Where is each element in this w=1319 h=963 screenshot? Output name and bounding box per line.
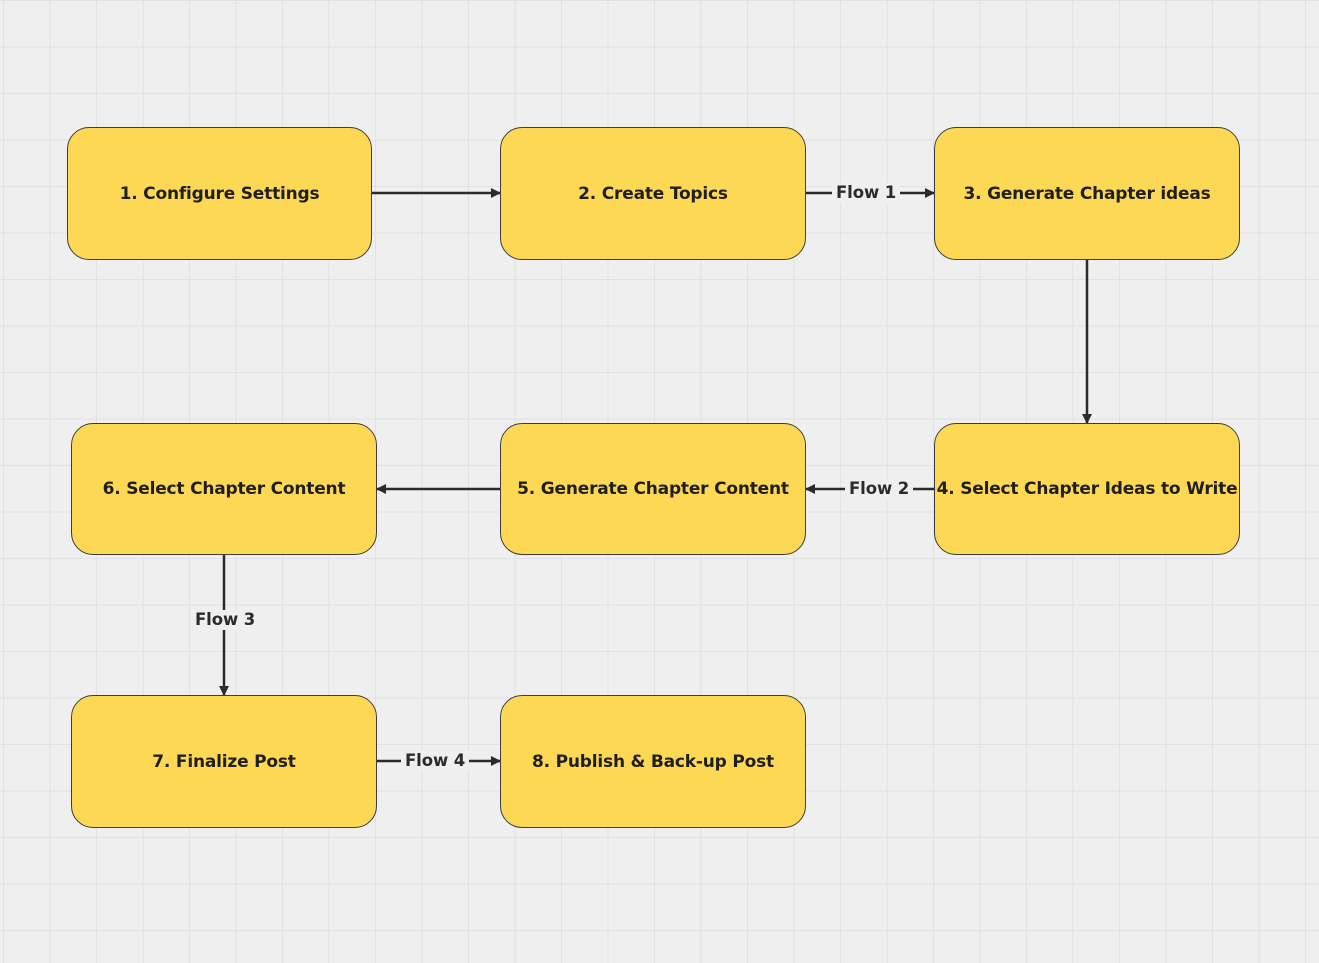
node-label: 4. Select Chapter Ideas to Write: [936, 479, 1238, 499]
node-generate-chapter-content[interactable]: 5. Generate Chapter Content: [500, 423, 806, 555]
node-create-topics[interactable]: 2. Create Topics: [500, 127, 806, 260]
node-label: 6. Select Chapter Content: [102, 479, 346, 499]
node-select-chapter-content[interactable]: 6. Select Chapter Content: [71, 423, 377, 555]
node-configure-settings[interactable]: 1. Configure Settings: [67, 127, 372, 260]
edge-label-flow-3: Flow 3: [191, 610, 260, 630]
edge-label-flow-4: Flow 4: [401, 751, 470, 771]
node-finalize-post[interactable]: 7. Finalize Post: [71, 695, 377, 828]
node-publish-backup-post[interactable]: 8. Publish & Back-up Post: [500, 695, 806, 828]
node-label: 5. Generate Chapter Content: [517, 479, 789, 499]
node-label: 7. Finalize Post: [152, 751, 296, 772]
node-label: 3. Generate Chapter ideas: [963, 183, 1211, 204]
edge-label-flow-1: Flow 1: [832, 183, 901, 203]
node-label: 2. Create Topics: [578, 183, 728, 204]
node-select-chapter-ideas[interactable]: 4. Select Chapter Ideas to Write: [934, 423, 1240, 555]
node-label: 8. Publish & Back-up Post: [532, 751, 774, 772]
node-label: 1. Configure Settings: [119, 183, 320, 204]
edge-label-flow-2: Flow 2: [845, 479, 914, 499]
node-generate-chapter-ideas[interactable]: 3. Generate Chapter ideas: [934, 127, 1240, 260]
